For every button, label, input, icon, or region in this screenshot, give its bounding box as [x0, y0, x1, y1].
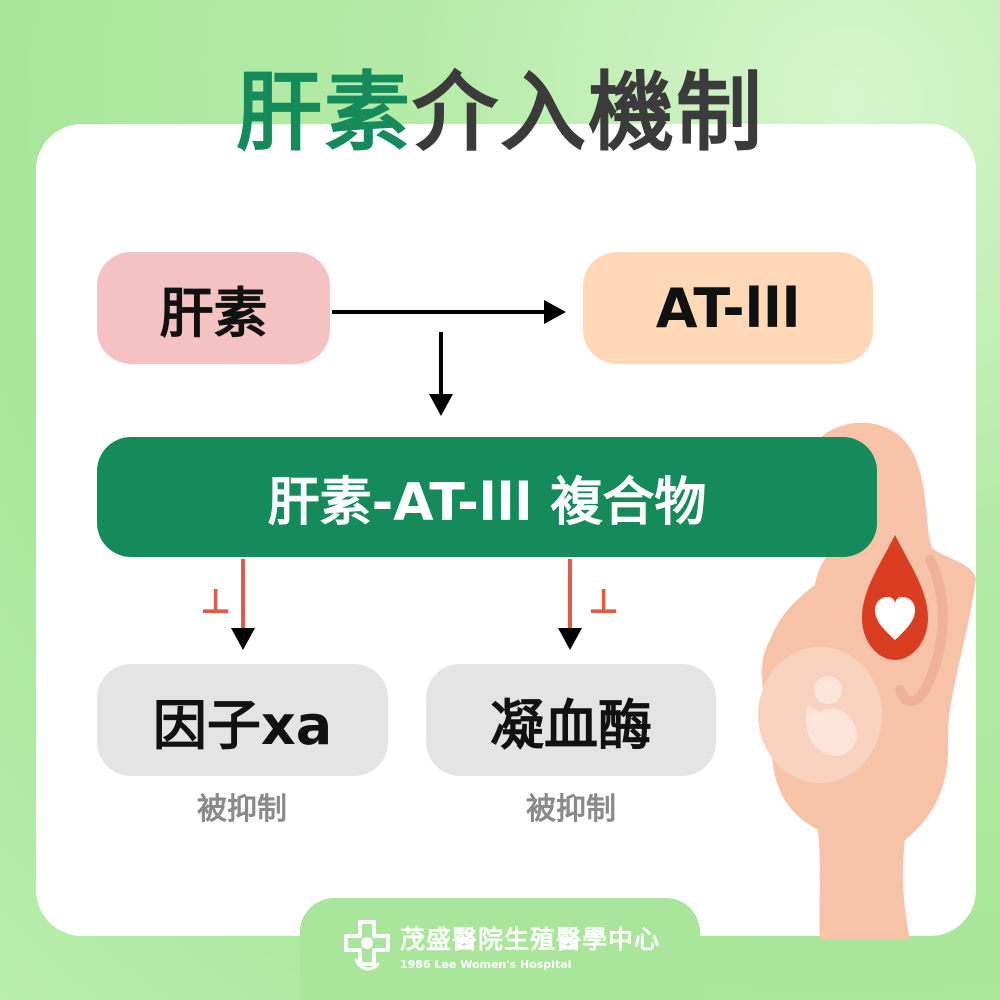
thrombin-node: 凝血酶 — [426, 664, 716, 776]
heparin-at3-complex-node: 肝素-AT-lll 複合物 — [97, 437, 877, 557]
hospital-name: 茂盛醫院生殖醫學中心 — [400, 925, 661, 954]
hospital-logo-icon — [344, 920, 390, 971]
heparin-node: 肝素 — [97, 252, 330, 364]
title-mechanism: 介入機制 — [412, 63, 764, 163]
inhibited-label-right: 被抑制 — [526, 792, 616, 827]
inhibit-symbol-right: ⊥ — [588, 582, 620, 622]
page-title: 肝素介入機制 — [0, 58, 1000, 168]
hospital-english-name: 1986 Lee Women's Hospital — [400, 958, 572, 971]
blood-drop-heart-icon — [862, 535, 928, 660]
inhibit-arrowhead-left — [231, 628, 255, 650]
at3-node: AT-lll — [583, 252, 873, 364]
pregnant-woman-icon — [758, 422, 976, 940]
footer-bar: 茂盛醫院生殖醫學中心 1986 Lee Women's Hospital — [300, 898, 700, 1000]
arrowhead-at3 — [544, 300, 566, 324]
inhibited-label-left: 被抑制 — [197, 792, 287, 827]
inhibit-arrowhead-right — [558, 628, 582, 650]
title-heparin: 肝素 — [236, 63, 412, 163]
arrowhead-complex — [429, 394, 453, 416]
factor-xa-node: 因子xa — [97, 664, 388, 776]
inhibit-symbol-left: ⊥ — [200, 582, 232, 622]
